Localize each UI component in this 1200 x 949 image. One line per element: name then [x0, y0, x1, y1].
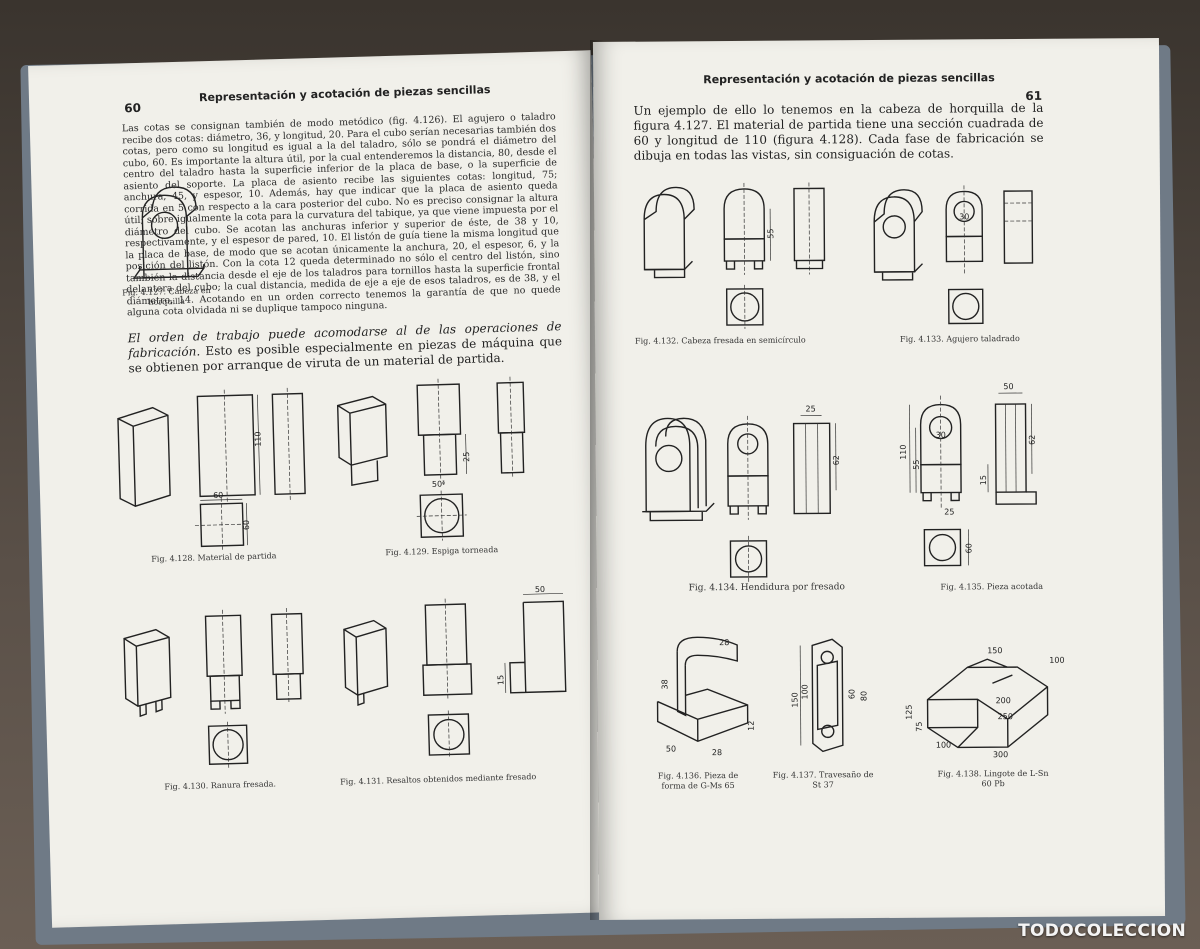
fig-4-128-drawing: 110 60 60 — [107, 383, 312, 563]
fig-4-134-caption: Fig. 4.134. Hendidura por fresado — [688, 582, 845, 594]
dim-30: 30 — [936, 431, 946, 440]
dim-100-corner: 100 — [1049, 656, 1064, 665]
fig-4-132-drawing: 55 — [634, 178, 835, 353]
paragraph-cotas-text: Las cotas se consignan también de modo m… — [121, 111, 561, 319]
fig-4-129-drawing: 25 50ᶲ — [327, 371, 562, 551]
dim-55: 55 — [912, 460, 921, 470]
dim-60-top: 60 — [213, 491, 223, 500]
fig-4-136-drawing: 28 38 50 28 12 — [637, 631, 768, 766]
fig-4-133-drawing: 30 — [864, 181, 1065, 351]
page-number: 60 — [124, 100, 142, 116]
dim-25: 25 — [462, 452, 471, 462]
dim-250: 250 — [998, 712, 1013, 721]
dim-50: 50 — [535, 585, 545, 594]
dim-25: 25 — [944, 507, 954, 516]
dim-150: 150 — [987, 646, 1002, 655]
dim-28: 28 — [712, 748, 722, 757]
dim-60: 60 — [847, 689, 856, 699]
dim-200: 200 — [996, 696, 1011, 705]
fig-4-137-drawing: 150 100 60 80 — [772, 635, 883, 770]
dim-12: 12 — [747, 721, 756, 731]
dim-50-phi: 50ᶲ — [432, 480, 446, 489]
watermark-logo: TODOCOLECCION — [1018, 921, 1186, 941]
dim-100: 100 — [800, 684, 809, 699]
fig-4-130-drawing — [113, 603, 318, 783]
dim-60: 60 — [964, 543, 973, 553]
fig-4-127-drawing — [124, 186, 207, 287]
paragraph-ejemplo: Un ejemplo de ello lo tenemos en la cabe… — [633, 100, 1044, 163]
fig-4-136-caption: Fig. 4.136. Pieza de forma de G-Ms 65 — [657, 770, 739, 791]
fig-4-133-caption: Fig. 4.133. Agujero taladrado — [899, 334, 1020, 344]
dim-110: 110 — [899, 445, 908, 460]
fig-4-138-caption: Fig. 4.138. Lingote de L-Sn 60 Pb — [937, 768, 1049, 788]
right-page: Representación y acotación de piezas sen… — [592, 38, 1166, 920]
fig-4-134-drawing: 25 62 — [635, 395, 866, 596]
fig-4-131-drawing: 50 15 — [333, 581, 568, 771]
paragraph-cotas: Las cotas se consignan también de modo m… — [122, 111, 562, 348]
dim-75: 75 — [915, 722, 924, 732]
dim-15: 15 — [496, 675, 505, 685]
dim-110: 110 — [253, 431, 262, 447]
dim-125: 125 — [905, 704, 914, 719]
dim-62: 62 — [832, 455, 841, 465]
running-header: Representación y acotación de piezas sen… — [198, 83, 491, 105]
dim-50: 50 — [1003, 382, 1013, 391]
dim-62: 62 — [1028, 435, 1037, 445]
dim-15: 15 — [979, 475, 988, 485]
dim-55: 55 — [766, 229, 775, 239]
fig-4-132-caption: Fig. 4.132. Cabeza fresada en semicírcul… — [635, 335, 806, 346]
dim-28-top: 28 — [719, 638, 729, 647]
fig-4-138-drawing: 150 200 250 300 125 75 100 100 — [897, 639, 1068, 764]
dim-150: 150 — [790, 692, 799, 707]
dim-60-side: 60 — [242, 520, 251, 530]
fig-4-131-caption: Fig. 4.131. Resaltos obtenidos mediante … — [340, 772, 537, 787]
running-header: Representación y acotación de piezas sen… — [703, 71, 995, 87]
left-page: 60 Representación y acotación de piezas … — [28, 50, 615, 928]
dim-25-top: 25 — [805, 404, 815, 413]
dim-80: 80 — [859, 691, 868, 701]
fig-4-137-caption: Fig. 4.137. Travesaño de St 37 — [772, 770, 874, 789]
dim-300: 300 — [993, 750, 1008, 759]
fig-4-135-caption: Fig. 4.135. Pieza acotada — [940, 581, 1044, 592]
fig-4-135-drawing: 110 55 30 50 15 62 25 60 — [895, 379, 1066, 594]
dim-50: 50 — [666, 744, 676, 753]
dim-100: 100 — [936, 741, 951, 750]
dim-38: 38 — [660, 679, 669, 689]
